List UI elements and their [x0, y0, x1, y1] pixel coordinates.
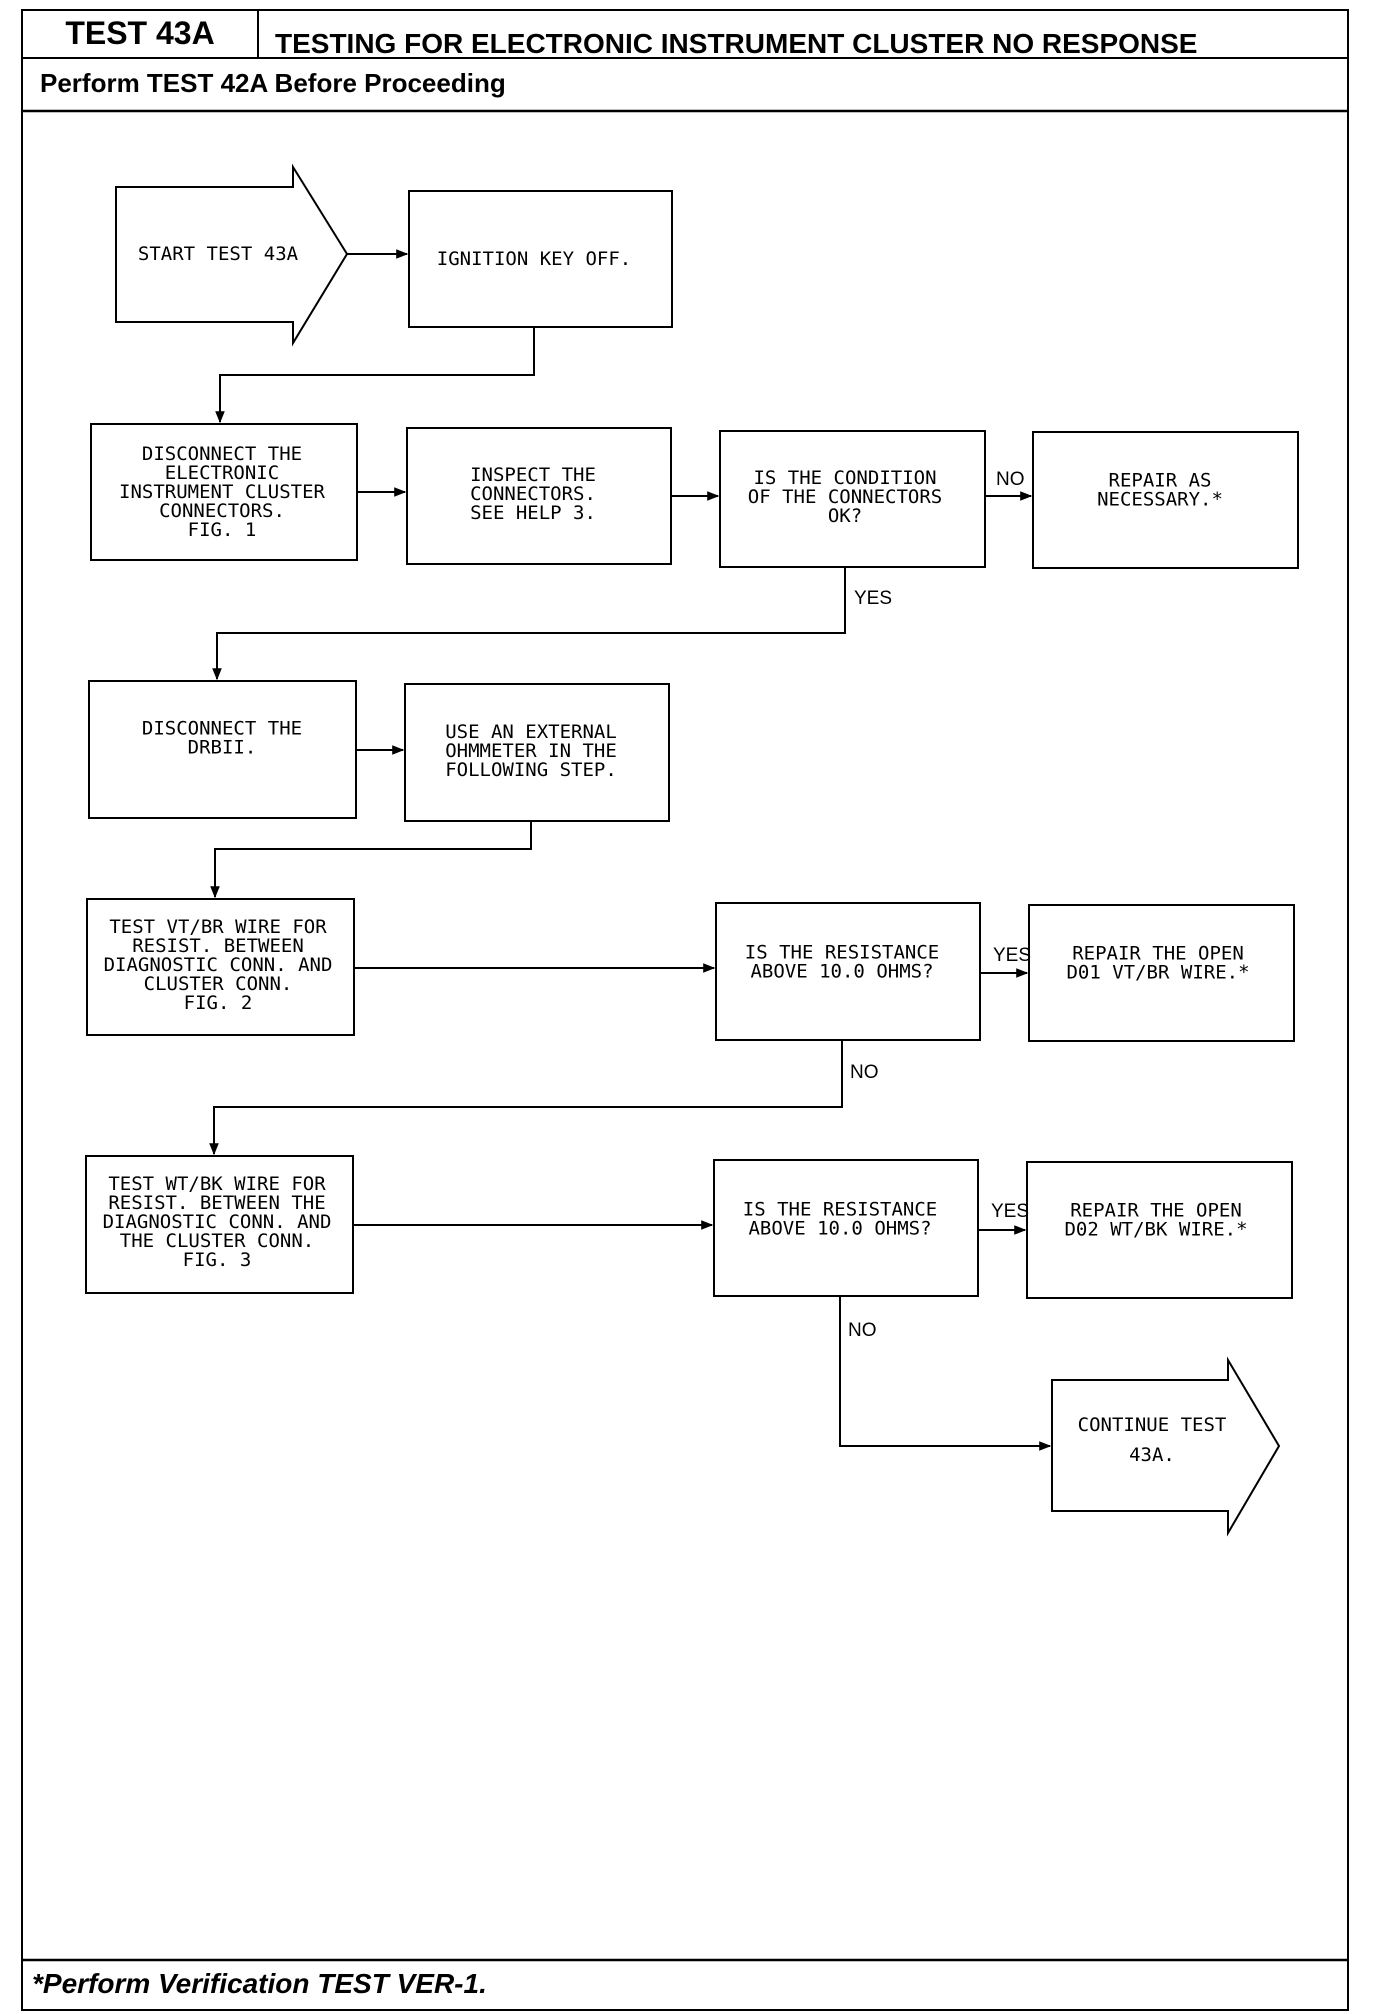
yes-label-resistance-1: YES	[993, 945, 1031, 966]
text-line: DIAGNOSTIC CONN. AND	[104, 954, 333, 976]
text-line: CLUSTER CONN.	[144, 973, 293, 995]
flow-shapes	[85, 163, 1299, 1537]
connector-question2-no	[839, 1296, 1052, 1451]
continue-arrow-shape	[1051, 1356, 1281, 1537]
text-line: DISCONNECT THE	[142, 443, 302, 465]
text-line: OK?	[828, 505, 862, 527]
page-title: TESTING FOR ELECTRONIC INSTRUMENT CLUSTE…	[275, 28, 1197, 59]
text-line: DRBII.	[188, 737, 257, 759]
text-line: DIAGNOSTIC CONN. AND	[103, 1211, 332, 1233]
text-line: FOLLOWING STEP.	[445, 759, 617, 781]
repair-d02-box	[1026, 1161, 1293, 1299]
text-line: 43A.	[1129, 1444, 1175, 1466]
external-ohmmeter-box	[404, 683, 670, 822]
start-test-text: START TEST 43A	[138, 243, 299, 265]
text-line: RESIST. BETWEEN THE	[108, 1192, 325, 1214]
text-line: DISCONNECT THE	[142, 718, 302, 740]
connector-ignition-to-disconnect	[215, 327, 535, 424]
text-line: CONNECTORS.	[159, 500, 285, 522]
connector-ohmmeter-to-test-vtbr	[210, 821, 532, 899]
text-line: TEST WT/BK WIRE FOR	[108, 1173, 326, 1195]
ignition-key-off-box	[408, 190, 673, 328]
text-line: IS THE RESISTANCE	[745, 942, 939, 964]
ignition-key-off-text: IGNITION KEY OFF.	[437, 248, 631, 270]
connector-condition-yes	[212, 567, 846, 681]
start-arrow-shape	[115, 163, 349, 347]
text-line: USE AN EXTERNAL	[445, 721, 617, 743]
header: TEST 43A TESTING FOR ELECTRONIC INSTRUME…	[21, 9, 1348, 113]
text-line: IS THE RESISTANCE	[743, 1199, 937, 1221]
continue-test-text: CONTINUE TEST 43A.	[1078, 1414, 1227, 1466]
text-line: OHMMETER IN THE	[445, 740, 617, 762]
resistance-question-box-1	[715, 902, 981, 1041]
text-line: NECESSARY.*	[1097, 489, 1223, 511]
text-line: RESIST. BETWEEN	[132, 935, 304, 957]
text-line: FIG. 3	[183, 1249, 252, 1271]
text-line: START TEST 43A	[138, 243, 299, 265]
text-line: THE CLUSTER CONN.	[120, 1230, 314, 1252]
test-id: TEST 43A	[65, 15, 214, 51]
text-line: FIG. 1	[188, 519, 257, 541]
verification-note: *Perform Verification TEST VER-1.	[32, 1968, 487, 1999]
flow-connectors	[209, 249, 1052, 1451]
footer: *Perform Verification TEST VER-1.	[22, 1958, 1348, 1999]
text-line: INSTRUMENT CLUSTER	[119, 481, 325, 503]
text-line: ABOVE 10.0 OHMS?	[750, 961, 933, 983]
condition-ok-question-box	[719, 430, 986, 568]
text-line: REPAIR AS	[1109, 470, 1212, 492]
yes-label-condition: YES	[854, 588, 892, 609]
text-line: FIG. 2	[184, 992, 253, 1014]
connector-question1-no	[209, 1040, 843, 1156]
text-line: CONTINUE TEST	[1078, 1414, 1227, 1436]
flow-text: START TEST 43A IGNITION KEY OFF. DISCONN…	[103, 243, 1250, 1466]
resistance-question-box-2	[713, 1159, 979, 1297]
repair-as-necessary-box	[1032, 431, 1299, 569]
text-line: CONNECTORS.	[470, 483, 596, 505]
text-line: INSPECT THE	[470, 464, 596, 486]
yes-label-resistance-2: YES	[991, 1201, 1029, 1222]
text-line: D02 WT/BK WIRE.*	[1064, 1219, 1247, 1241]
no-label-condition: NO	[996, 469, 1025, 490]
text-line: REPAIR THE OPEN	[1070, 1200, 1242, 1222]
branch-labels: NO YES YES NO YES NO	[848, 469, 1031, 1341]
text-line: SEE HELP 3.	[470, 502, 596, 524]
text-line: TEST VT/BR WIRE FOR	[109, 916, 327, 938]
text-line: ABOVE 10.0 OHMS?	[748, 1218, 931, 1240]
repair-d01-box	[1028, 904, 1295, 1042]
page-border	[21, 9, 1349, 2011]
text-line: REPAIR THE OPEN	[1072, 943, 1244, 965]
text-line: OF THE CONNECTORS	[748, 486, 942, 508]
text-line: D01 VT/BR WIRE.*	[1066, 962, 1249, 984]
text-line: IS THE CONDITION	[753, 467, 936, 489]
text-line: IGNITION KEY OFF.	[437, 248, 631, 270]
prerequisite-note: Perform TEST 42A Before Proceeding	[40, 68, 506, 98]
no-label-resistance-1: NO	[850, 1062, 879, 1083]
no-label-resistance-2: NO	[848, 1320, 877, 1341]
text-line: ELECTRONIC	[165, 462, 279, 484]
